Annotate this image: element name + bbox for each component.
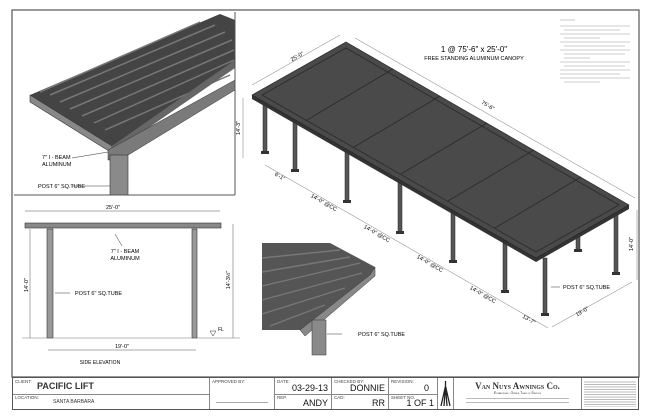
floor-label: FL bbox=[218, 327, 224, 333]
dim-height-left: 14'-3" bbox=[236, 121, 242, 135]
side-post-left bbox=[46, 228, 54, 339]
beam-label-top-2: ALUMINUM bbox=[42, 162, 72, 168]
rep-label: REP. bbox=[277, 394, 287, 400]
roof-detail-top: 7" I - BEAM ALUMINUM POST 6" SQ.TUBE bbox=[14, 12, 236, 196]
side-elevation-title: SIDE ELEVATION bbox=[80, 360, 121, 366]
company-tagline: Established, Owner Team of Service bbox=[493, 391, 542, 395]
side-post-right bbox=[191, 228, 198, 339]
dim-bay-3: 14'-0" @CC bbox=[415, 254, 443, 274]
side-elevation: 25'-0" 14'-0" 14'-3½" 7" I - BEAM ALUMIN… bbox=[22, 205, 240, 366]
post-detail-bottom bbox=[311, 319, 327, 356]
company-contact-lines bbox=[466, 398, 569, 403]
location-label: LOCATION: bbox=[15, 394, 39, 400]
drawing-title: 1 @ 75'-6" x 25'-0" bbox=[441, 45, 507, 54]
dim-first-bay: 6'-1" bbox=[273, 172, 286, 183]
dim-post-span: 19'-0" bbox=[575, 306, 590, 318]
side-beam-label-1: 7" I - BEAM bbox=[111, 249, 140, 255]
date-value: 03-29-13 bbox=[291, 382, 328, 393]
dim-bay-4: 14'-0" @CC bbox=[468, 285, 496, 305]
side-width-dim: 25'-0" bbox=[106, 205, 120, 211]
canopy-isometric: 25'-0" 75'-6" 14'-3" 14'-0" 6'-1" 14'-0"… bbox=[236, 34, 638, 329]
post-label-main: POST 6" SQ.TUBE bbox=[563, 285, 610, 291]
revision-label: REVISION: bbox=[391, 379, 414, 384]
dim-height-right: 14'-0" bbox=[629, 237, 635, 251]
revision-value: 0 bbox=[423, 382, 429, 393]
sheet-label: SHEET NO. bbox=[391, 394, 416, 400]
side-post-span: 19'-0" bbox=[115, 344, 129, 350]
approved-label: APPROVED BY: bbox=[212, 379, 246, 384]
company-name: Van Nuys Awnings Co. bbox=[475, 381, 560, 391]
title-block: CLIENT: PACIFIC LIFT LOCATION: SANTA BAR… bbox=[12, 377, 639, 410]
client-label: CLIENT: bbox=[15, 379, 32, 384]
date-label: DATE: bbox=[277, 379, 290, 384]
dim-bay-1: 14'-0" @CC bbox=[309, 193, 337, 213]
checked-value: DONNIE bbox=[349, 382, 385, 393]
cad-label: CAD: bbox=[334, 394, 345, 400]
copyright-notice bbox=[584, 380, 636, 407]
location-value: SANTA BARBARA bbox=[53, 398, 95, 405]
post-label-top: POST 6" SQ.TUBE bbox=[38, 184, 85, 190]
dim-bay-2: 14'-0" @CC bbox=[362, 224, 390, 244]
post-detail bbox=[109, 154, 129, 196]
sheet-value: 1 OF 1 bbox=[406, 398, 434, 408]
dim-width: 25'-0" bbox=[290, 51, 305, 63]
general-notes bbox=[560, 19, 630, 83]
roof-detail-bottom: POST 6" SQ.TUBE bbox=[261, 243, 405, 356]
post-label-bottom: POST 6" SQ.TUBE bbox=[358, 332, 405, 338]
side-beam bbox=[24, 222, 222, 229]
beam-label-top-1: 7" I - BEAM bbox=[42, 155, 71, 161]
side-height-right: 14'-3½" bbox=[225, 271, 232, 290]
rep-value: ANDY bbox=[302, 398, 328, 408]
checked-label: CHECKED BY: bbox=[334, 379, 365, 384]
post-bases bbox=[261, 151, 620, 316]
company-logo-icon bbox=[440, 381, 451, 407]
approved-signature-line bbox=[216, 402, 268, 403]
drawing-subtitle: FREE STANDING ALUMINUM CANOPY bbox=[424, 56, 524, 62]
side-height-left: 14'-0" bbox=[24, 278, 30, 292]
side-post-label: POST 6" SQ.TUBE bbox=[75, 291, 122, 297]
cad-value: RR bbox=[372, 398, 385, 408]
side-beam-label-2: ALUMINUM bbox=[110, 256, 140, 262]
dim-last-bay: 13'-7" bbox=[521, 314, 536, 326]
client-value: PACIFIC LIFT bbox=[37, 381, 94, 391]
